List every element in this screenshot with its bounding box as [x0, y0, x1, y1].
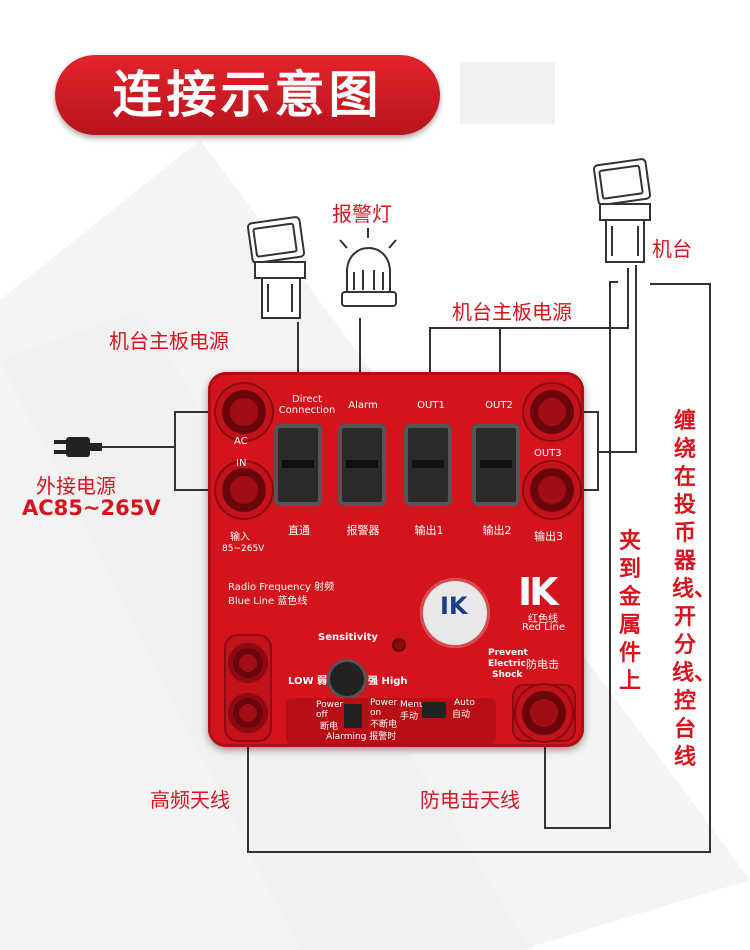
sticker-logo: IK [440, 592, 468, 620]
power-off-cn: 断电 [320, 722, 339, 732]
high-label: 强 High [368, 676, 408, 687]
menu-cn: 手动 [400, 712, 419, 722]
machine-label: 机台 [652, 237, 692, 261]
sensitivity-label: Sensitivity [318, 632, 378, 643]
manual-auto-switch[interactable] [422, 702, 446, 718]
socket-direct[interactable] [274, 424, 322, 506]
rf-line-2: Blue Line 蓝色线 [228, 596, 308, 607]
input-range: 85~265V [222, 544, 265, 554]
brand-sticker: IK [420, 578, 490, 648]
prevent-3: Shock [492, 670, 523, 680]
out3-en: OUT3 [534, 448, 562, 459]
ac-in-jack-top[interactable] [222, 390, 266, 434]
menu-en: Menu [400, 700, 425, 710]
out3-jack-top[interactable] [530, 390, 574, 434]
out3-jack-bottom[interactable] [530, 468, 574, 512]
ac-in-jack-bottom[interactable] [222, 468, 266, 512]
socket-out2[interactable] [472, 424, 520, 506]
alarm-cn: 报警器 [346, 524, 380, 537]
out3-cn: 输出3 [534, 530, 563, 543]
power-mode-switch[interactable] [344, 704, 362, 728]
clip-to-metal-label: 夹到金属件上 [618, 529, 641, 694]
in-text: IN [236, 458, 247, 469]
out2-cn: 输出2 [482, 524, 512, 537]
red-line-en: Red Line [522, 622, 566, 633]
alarming-label: Alarming 报警时 [326, 732, 397, 742]
direct-en-2: Connection [278, 405, 336, 416]
voltage-label: AC85~265V [22, 496, 161, 520]
rf-jack-bottom[interactable] [233, 698, 263, 728]
mainboard-power-label-left: 机台主板电源 [109, 329, 229, 353]
out1-en: OUT1 [417, 400, 445, 411]
shock-antenna-label: 防电击天线 [420, 788, 520, 812]
sensitivity-knob[interactable] [330, 662, 364, 696]
auto-en: Auto [454, 698, 475, 708]
input-cn: 输入 [230, 532, 250, 543]
game-machine-icon-right [592, 158, 652, 263]
alarm-lamp-icon [339, 228, 397, 307]
alarm-lamp-label: 报警灯 [332, 202, 392, 226]
power-on-en: Power on [370, 698, 398, 718]
auto-cn: 自动 [452, 710, 471, 720]
direct-en: Direct Connection [272, 394, 342, 416]
prevent-2: Electric [488, 659, 526, 669]
prevent-cn: 防电击 [526, 658, 559, 671]
rf-jack-top[interactable] [233, 648, 263, 678]
socket-alarm[interactable] [338, 424, 386, 506]
alarm-en: Alarm [348, 400, 378, 411]
indicator-led [394, 640, 404, 650]
mainboard-power-label-right: 机台主板电源 [452, 300, 572, 324]
anti-interference-device: AC IN 输入 85~265V Direct Connection Alarm… [208, 372, 584, 747]
low-label: LOW 弱 [288, 676, 328, 687]
ik-logo: IK [518, 570, 559, 614]
out1-cn: 输出1 [414, 524, 444, 537]
page-title: 连接示意图 [55, 55, 440, 135]
rf-jack-housing [224, 634, 272, 742]
rf-antenna-label: 高频天线 [150, 788, 230, 812]
rf-line-1: Radio Frequency 射频 [228, 582, 335, 593]
red-line-cn: 红色线 [528, 614, 558, 625]
shock-jack-housing [512, 684, 576, 742]
ac-text: AC [234, 436, 248, 447]
prevent-1: Prevent [488, 648, 528, 658]
direct-cn: 直通 [288, 524, 310, 537]
external-power-label: 外接电源 [36, 474, 116, 498]
out2-en: OUT2 [485, 400, 513, 411]
wrap-wires-label: 缠绕在投币器线、开分线、控台线 [672, 409, 717, 770]
shock-antenna-jack[interactable] [522, 691, 566, 735]
switch-panel: Power off 断电 Power on 不断电 Alarming 报警时 M… [286, 698, 496, 744]
power-on-cn: 不断电 [370, 720, 398, 730]
game-machine-icon-left [246, 216, 306, 319]
power-off-en: Power off [316, 700, 344, 720]
socket-out1[interactable] [404, 424, 452, 506]
plug-icon [54, 437, 102, 457]
direct-en-1: Direct [292, 394, 322, 405]
